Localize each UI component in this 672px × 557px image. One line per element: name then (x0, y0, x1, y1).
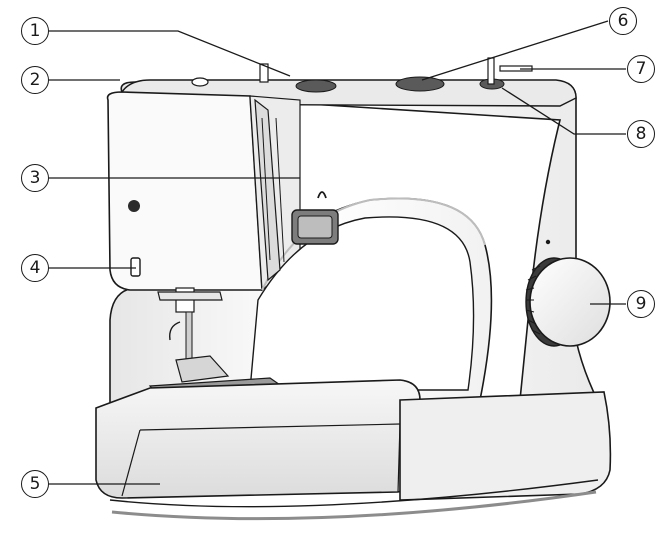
callout-2: 2 (21, 66, 49, 94)
callout-8: 8 (627, 120, 655, 148)
leader-6 (421, 20, 609, 81)
handwheel-ridges (525, 265, 541, 335)
presser-foot-holder (157, 291, 223, 301)
callout-6: 6 (609, 7, 637, 35)
callout-9: 9 (627, 290, 655, 318)
callout-4: 4 (21, 254, 49, 282)
leader-1 (49, 30, 291, 77)
thread-guide-top (191, 77, 209, 87)
leader-8 (501, 87, 626, 135)
callout-1: 1 (21, 17, 49, 45)
leader-lines (49, 20, 626, 485)
thread-guide-channel (254, 98, 281, 282)
machine-base (399, 391, 612, 501)
callout-7: 7 (627, 55, 655, 83)
thread-tension-dial (295, 79, 337, 93)
stitch-lever (130, 257, 141, 277)
callout-3: 3 (21, 164, 49, 192)
front-button (128, 200, 140, 212)
arm-shadow (261, 197, 486, 291)
free-arm (95, 379, 421, 499)
presser-foot (175, 355, 230, 383)
handwheel-face (529, 257, 611, 347)
callout-5: 5 (21, 470, 49, 498)
bobbin-winder-spindle (487, 57, 495, 85)
pattern-dial-top (395, 76, 445, 92)
